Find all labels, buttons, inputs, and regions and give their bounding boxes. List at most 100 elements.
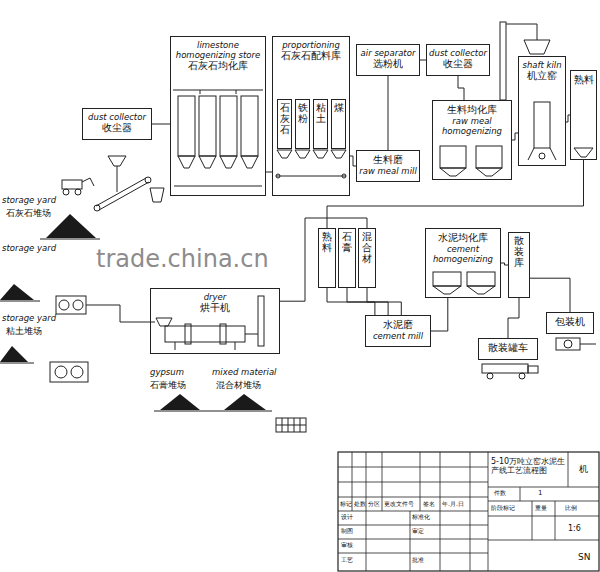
crusher [276,418,306,432]
silo [433,286,461,294]
silo-box: 煤 [331,99,346,149]
cement-mill: 水泥磨cement mill [365,315,431,347]
node-text: air separator [359,48,417,58]
table-cell: 签名 [423,501,435,508]
silo [313,150,328,158]
silo [476,146,502,168]
table-cell: 处数 [354,501,366,508]
silo [241,156,258,168]
bulk-truck [487,373,493,379]
clinker-silo: 熟料 [570,70,597,160]
dust-hopper [108,156,126,166]
title-block-grid [338,452,599,571]
crusher [276,418,306,432]
node-text: dryer [153,292,277,302]
silo [574,148,593,157]
bucket-elevator [506,24,537,40]
node-text: 生料均化库 [435,104,509,116]
title-block-grid [338,467,488,553]
proportioning-silos: proportioning石灰石配料库石灰石铁粉粘土煤 [272,36,350,196]
flow-line [501,263,508,265]
area-label: mixed material [212,368,276,378]
silo [331,150,346,158]
table-cell: 审核 [341,542,353,549]
dryer-drum [165,326,245,342]
crane-beam [200,90,201,94]
node-text: 混合材 [362,231,372,264]
crane-beam [173,90,263,94]
bulk-truck [519,373,525,379]
silo [476,168,502,176]
crusher [150,188,164,202]
table-cell: 分区 [368,501,380,508]
node-text: cement mill [368,331,428,341]
crusher [55,366,67,378]
silo-box: 粘土 [313,99,328,149]
raw-mill: 生料磨raw meal mill [356,150,420,182]
belt-conveyor [96,178,146,206]
crusher [50,362,88,382]
bulk-truck [482,364,538,379]
kiln-shaft [528,148,556,160]
kiln-shaft [539,153,545,159]
dust-collector: dust collector收尘器 [426,44,490,76]
silo [467,286,495,294]
belt-conveyor [86,305,155,322]
flow-line [530,278,570,312]
node-text: 散装罐车 [481,342,535,354]
table-cell: 件数 [494,490,506,497]
kiln-shaft [534,102,550,148]
table-cell: 机 [579,464,588,474]
area-label: 混合材堆场 [216,380,261,390]
silo [199,156,216,168]
node-text: 收尘器 [85,122,149,134]
table-cell: 比例 [565,505,577,512]
table-cell: 标记 [340,501,352,508]
storage-pile [160,394,200,410]
table-cell: 标准化 [412,514,430,521]
silo [467,272,495,286]
dryer: dryer烘干机 [150,288,280,354]
packer-machine [556,338,596,350]
node-text: cement homogenizing [428,244,498,264]
silo [220,96,237,156]
watermark: trade.china.cn [92,246,273,274]
drawing-title: 5-10万吨立窑水泥生产线工艺流程图 [491,457,567,475]
table-cell: 年.月.日 [442,501,464,508]
dust-hopper [117,166,118,192]
crusher [71,366,83,378]
dryer-drum [185,324,191,344]
node-text: 石膏 [342,231,352,253]
silo-box: 铁粉 [295,99,310,149]
flow-line [388,76,389,150]
feed-silo: 混合材 [358,228,376,288]
node-text: limestone homogenizing store [173,40,263,60]
silo [440,146,466,168]
ground-line [154,411,272,412]
flow-line [280,218,367,301]
node-text: shaft kiln [521,60,563,70]
node-text: 生料磨 [359,154,417,166]
node-text: 石灰石 [280,102,290,135]
title-block-grid [338,452,599,571]
node-text: 散装库 [514,235,524,268]
node-text: 收尘器 [429,58,487,70]
node-text: 烘干机 [153,302,277,314]
area-label: 粘土堆场 [6,326,42,336]
table-cell: 设计 [341,514,353,521]
loader [62,178,94,195]
storage-pile [0,284,34,300]
bulk-truck [528,366,538,373]
dryer-drum [156,318,172,326]
bucket-elevator [524,40,550,54]
silo [440,168,466,176]
dryer-drum [258,296,264,346]
ground-line [0,239,272,411]
table-cell: 1 [538,489,542,497]
belt-conveyor [174,186,262,187]
feed-silo: 石膏 [338,228,356,288]
storage-pile [224,394,266,410]
node-text: 粘土 [316,102,326,124]
